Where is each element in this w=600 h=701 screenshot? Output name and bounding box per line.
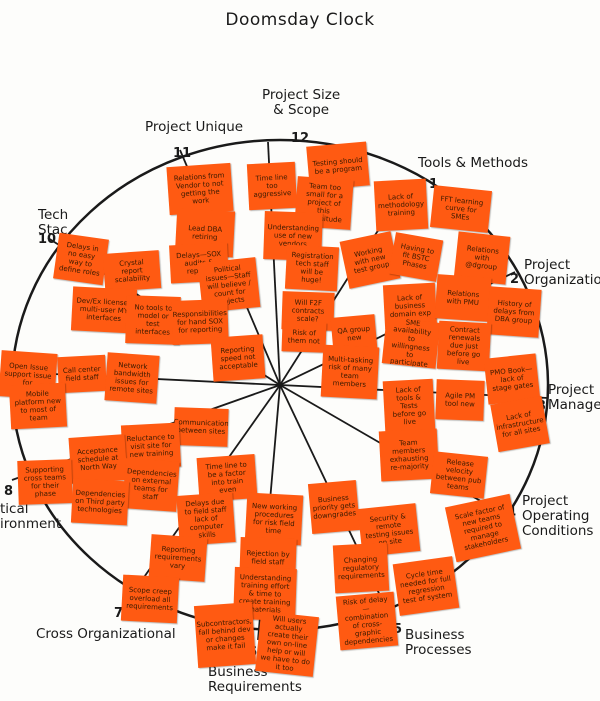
sticky-note: Having to fit BSTC Phases xyxy=(388,232,444,282)
sticky-note: Network bandwidth issues for remote site… xyxy=(104,352,160,404)
diagram-title: Doomsday Clock xyxy=(225,10,375,30)
segment-number-1: 1 xyxy=(429,177,438,192)
segment-label-project-size-scope: Project Size & Scope xyxy=(262,87,341,118)
sticky-note: Cycle time needed for full regression te… xyxy=(392,556,460,616)
segment-number-11: 11 xyxy=(173,146,192,161)
segment-label-project-operating-conditions: Project Operating Conditions xyxy=(522,493,594,539)
sticky-note: Time line too aggressive xyxy=(246,161,298,211)
sticky-note: Lack of infrastructure for all sites xyxy=(490,395,550,453)
sticky-note: Reporting speed not acceptable xyxy=(210,334,266,382)
sticky-note: Lack of methodology training xyxy=(373,178,429,232)
sticky-note: Subcontractors, fall behind dev or chang… xyxy=(193,602,257,668)
sticky-note: Relations with PMU xyxy=(434,274,492,322)
sticky-note: Mobile platform new to most of team xyxy=(8,382,68,430)
segment-label-tools-methods: Tools & Methods xyxy=(418,155,529,171)
segment-number-2: 2 xyxy=(510,272,520,287)
sticky-note: Changing regulatory requirements xyxy=(332,542,390,594)
segment-number-5: 5 xyxy=(393,622,403,637)
sticky-note: Supporting cross teams for their phase xyxy=(17,459,73,505)
sticky-note: Agile PM tool new xyxy=(435,379,485,421)
segment-number-12: 12 xyxy=(291,131,310,146)
segment-number-7: 7 xyxy=(114,606,124,621)
sticky-note: FFT learning curve for SMEs xyxy=(429,185,493,233)
sticky-note: Multi-tasking risk of many team members xyxy=(320,344,380,400)
sticky-note: Lack of tools & Tests before go live xyxy=(382,378,436,434)
sticky-note: Acceptance schedule at North Way xyxy=(68,434,128,484)
sticky-note: Scope creep overload all requirements xyxy=(120,574,180,624)
sticky-note: Team members exhausting re-majority xyxy=(378,428,440,482)
sticky-note: Contract renewals due just before go liv… xyxy=(436,320,492,372)
segment-label-text: Project Unique xyxy=(145,119,244,135)
segment-number-8: 8 xyxy=(4,484,14,499)
sticky-note: Reporting requirements vary xyxy=(148,534,208,582)
segment-label-business-requirements: Business Requirements xyxy=(208,664,302,695)
sticky-note: Risk of them not xyxy=(281,321,327,353)
segment-label-cross-organizational: Cross Organizational xyxy=(36,626,176,642)
segment-label-project-unique: Project Unique xyxy=(145,120,243,135)
segment-label-business-processes: Business Processes xyxy=(405,627,472,658)
segment-label-project-management: Project Management xyxy=(548,382,600,413)
sticky-note: History of delays from DBA group xyxy=(486,286,542,338)
segment-label-project-organization: Project Organization xyxy=(524,257,600,288)
sticky-note: Release velocity between pub teams xyxy=(429,451,489,499)
segment-label-political-environment: tical ironment xyxy=(0,501,62,532)
sticky-note: Delays in no easy way to define roles xyxy=(53,232,109,286)
segment-number-10: 10 xyxy=(38,232,57,247)
sticky-note: Registration tech staff will be huge! xyxy=(284,244,340,292)
sticky-note: Dependencies on Third party technologies xyxy=(70,478,130,526)
sticky-note: Business priority gets downgrades xyxy=(307,480,361,534)
sticky-note: Dependencies on external teams for staff xyxy=(122,458,180,512)
sticky-note: Communication between sites xyxy=(173,407,229,447)
sticky-note: Crystal report scalability xyxy=(102,250,162,292)
sticky-note: Will users actually create their own on-… xyxy=(255,611,319,677)
sticky-note: Risk of delay—combination of cross-graph… xyxy=(335,591,399,651)
sticky-note: SME availability to willingness to parti… xyxy=(381,317,441,369)
sticky-note: Relations from Vendor to not getting the… xyxy=(166,162,234,216)
